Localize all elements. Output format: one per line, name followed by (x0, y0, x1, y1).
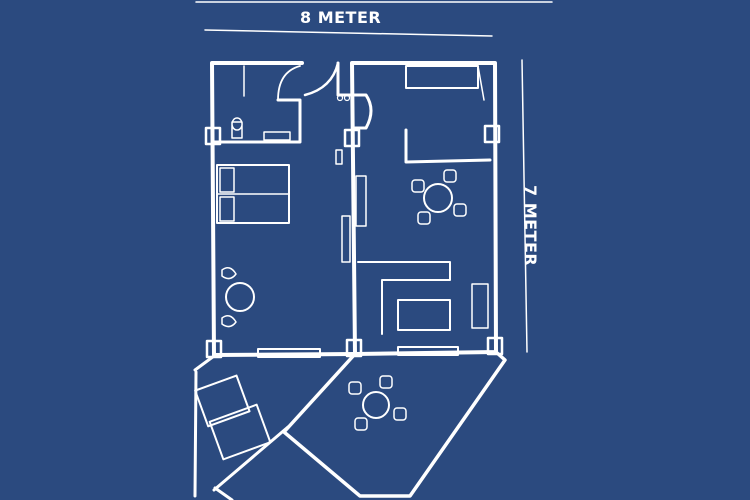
chair (443, 169, 457, 183)
fixture (343, 94, 351, 102)
balcony-left (193, 354, 290, 500)
column (486, 336, 504, 356)
wall-shelf (335, 149, 343, 165)
width-dimension-line (204, 29, 493, 37)
balcony-right (282, 350, 507, 498)
sink (263, 131, 291, 141)
kitchen-counter (404, 128, 492, 164)
chair (411, 179, 425, 193)
wall-shelf (355, 175, 367, 227)
entry-wall (336, 61, 373, 130)
sofa (357, 261, 451, 335)
chair (379, 375, 393, 389)
chair (393, 407, 407, 421)
wall-shelf (341, 215, 351, 263)
fixture (336, 94, 344, 102)
toilet (231, 117, 243, 139)
height-dimension-label: 7 METER (521, 185, 540, 267)
chair (354, 417, 368, 431)
width-dimension-label: 8 METER (300, 8, 382, 27)
outer-wall-right-room (350, 61, 498, 356)
entry-door-arc (303, 61, 340, 97)
round-table (225, 282, 255, 312)
pillow (219, 167, 235, 193)
coffee-table (397, 299, 451, 331)
chair (417, 211, 431, 225)
balcony-table (362, 391, 390, 419)
window (397, 346, 459, 356)
pillow (219, 196, 235, 222)
chair (348, 381, 362, 395)
kitchen-cabinet (405, 65, 479, 89)
balcony-lounger (194, 374, 251, 428)
bathroom-wall (212, 98, 302, 144)
chair (221, 267, 237, 280)
height-dimension-line (521, 59, 528, 353)
tv-stand (471, 283, 489, 329)
chair (453, 203, 467, 217)
chair (221, 315, 237, 328)
column (343, 128, 361, 148)
round-table (423, 183, 453, 213)
bathroom-door (277, 65, 301, 101)
window (257, 348, 321, 358)
balcony-lounger (208, 403, 272, 461)
kitchen-cabinet-line (477, 65, 485, 101)
column (204, 126, 222, 146)
column (483, 124, 501, 144)
